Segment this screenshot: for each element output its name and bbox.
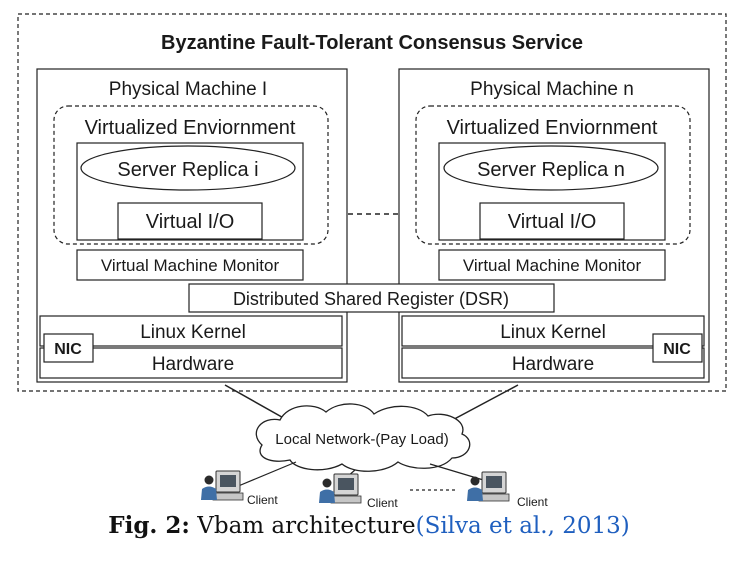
virtual-io-n-label: Virtual I/O	[508, 211, 597, 233]
physical-machine-1: Physical Machine I Virtualized Enviornme…	[36, 68, 348, 383]
linux-kernel-n-label: Linux Kernel	[500, 322, 606, 343]
virtual-io-1-label: Virtual I/O	[146, 211, 235, 233]
hardware-1-label: Hardware	[152, 354, 234, 375]
figure-caption: Fig. 2: Vbam architecture(Silva et al., …	[0, 512, 738, 539]
client-user-icon	[201, 475, 217, 500]
server-replica-n-ellipse	[443, 145, 659, 191]
server-replica-1-ellipse	[80, 145, 296, 191]
client-3-label: Client	[517, 495, 548, 509]
physical-machine-n: Physical Machine n Virtualized Enviornme…	[398, 68, 710, 383]
client-1-label: Client	[247, 493, 278, 507]
server-replica-n-label: Server Replica n	[477, 159, 625, 181]
dsr-label: Distributed Shared Register (DSR)	[233, 289, 509, 309]
virtualized-env-n-label: Virtualized Enviornment	[447, 117, 658, 139]
machine-n-title: Physical Machine n	[470, 79, 634, 100]
consensus-service-box	[17, 13, 727, 392]
dsr-box	[188, 283, 555, 313]
link-machine-n-network	[444, 384, 519, 425]
link-network-client-1	[235, 461, 297, 488]
virtualized-env-1	[53, 105, 329, 245]
service-title: Byzantine Fault-Tolerant Consensus Servi…	[161, 32, 583, 54]
vmm-1-label: Virtual Machine Monitor	[101, 256, 280, 275]
virtual-io-1	[117, 202, 263, 240]
client-user-icon	[467, 476, 483, 501]
vmm-n-label: Virtual Machine Monitor	[463, 256, 642, 275]
virtualized-env-1-label: Virtualized Enviornment	[85, 117, 296, 139]
server-replica-1-label: Server Replica i	[117, 159, 258, 181]
network-cloud	[255, 403, 471, 472]
caption-close-paren: )	[620, 513, 630, 539]
network-label: Local Network-(Pay Load)	[275, 431, 448, 448]
hardware-n-label: Hardware	[512, 354, 594, 375]
client-user-icon	[319, 478, 335, 503]
client-computer-icon	[212, 470, 244, 501]
client-2: Client	[319, 473, 398, 510]
nic-1	[43, 333, 94, 363]
virtual-io-n	[479, 202, 625, 240]
nic-n-label: NIC	[663, 341, 691, 358]
vmm-1	[76, 249, 304, 281]
client-1: Client	[201, 470, 278, 507]
nic-1-label: NIC	[54, 341, 82, 358]
caption-open-paren: (	[415, 513, 425, 539]
client-computer-icon	[478, 471, 510, 502]
virtualized-env-n	[415, 105, 691, 245]
machine-1-title: Physical Machine I	[109, 79, 267, 100]
client-computer-icon	[330, 473, 362, 504]
vmm-n	[438, 249, 666, 281]
caption-label: Fig. 2:	[108, 512, 190, 539]
linux-kernel-1-label: Linux Kernel	[140, 322, 246, 343]
client-2-label: Client	[367, 496, 398, 510]
client-3: Client	[467, 471, 548, 509]
caption-reference-link[interactable]: Silva et al., 2013	[424, 513, 621, 539]
nic-n	[652, 333, 703, 363]
caption-text: Vbam architecture	[197, 513, 416, 539]
